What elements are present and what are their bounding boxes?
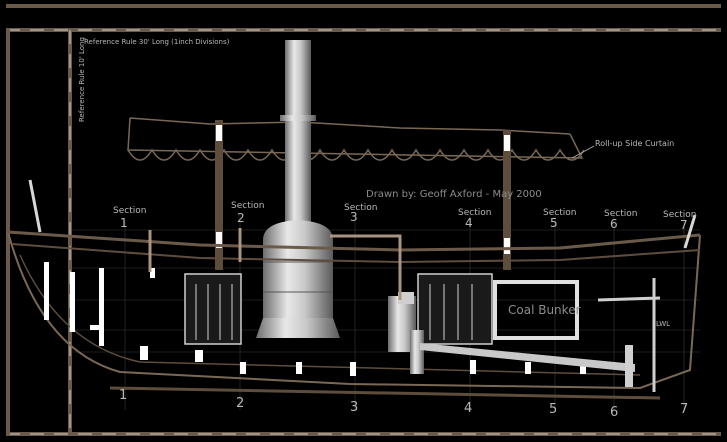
funnel [280, 40, 316, 230]
section-number: 6 [610, 217, 618, 231]
vertical-boiler [256, 220, 340, 338]
station-number: 3 [350, 400, 358, 415]
reference-rule-horizontal-bar [6, 4, 721, 436]
section-number: 1 [120, 216, 128, 230]
lwl-label: LWL [656, 320, 670, 328]
section-number: 7 [680, 218, 688, 232]
station-number: 7 [680, 402, 688, 417]
section-word: Section [543, 208, 576, 218]
station-number: 5 [549, 402, 557, 417]
section-word: Section [344, 203, 377, 213]
section-word: Section [113, 206, 146, 216]
section-word: Section [604, 209, 637, 219]
section-number: 2 [237, 211, 245, 225]
station-number: 1 [119, 388, 127, 403]
station-number: 6 [610, 405, 618, 420]
section-number: 4 [465, 216, 473, 230]
section-number: 5 [550, 216, 558, 230]
steam-engine [388, 292, 424, 374]
curtain-label: Roll-up Side Curtain [595, 139, 674, 148]
steam-piping [148, 228, 402, 300]
reference-rule-vertical-label: Reference Rule 10' Long [78, 37, 86, 122]
coal-bunker [493, 280, 579, 340]
section-word: Section [231, 201, 264, 211]
awning-stanchions [215, 120, 511, 270]
section-word: Section [458, 208, 491, 218]
forward-seat [184, 273, 242, 345]
station-number: 2 [236, 396, 244, 411]
curtain-leader [571, 145, 595, 159]
hull-frames [44, 262, 586, 376]
section-word: Section [663, 210, 696, 220]
coal-bunker-label: Coal Bunker [508, 303, 581, 317]
drawing-credit: Drawn by: Geoff Axford - May 2000 [366, 189, 542, 200]
section-labels: Section 1 Section 2 Section 3 Section 4 … [113, 201, 696, 232]
propeller-shaft [420, 278, 661, 392]
station-numbers: 1 2 3 4 5 6 7 [119, 388, 688, 420]
station-number: 4 [464, 401, 472, 416]
section-number: 3 [350, 210, 358, 224]
reference-rule-horizontal-label: Reference Rule 30' Long (1inch Divisions… [84, 38, 230, 46]
aft-seat [417, 273, 493, 345]
awning-canopy [127, 117, 585, 161]
